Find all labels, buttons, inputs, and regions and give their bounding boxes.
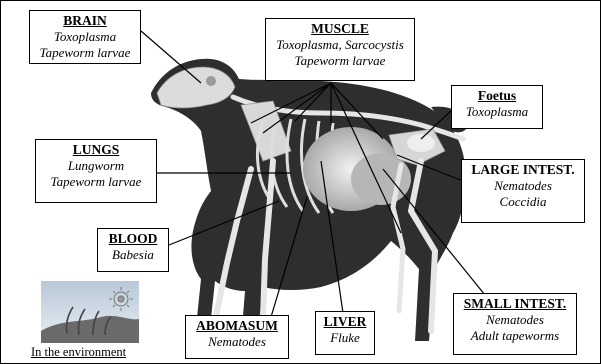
label-liver-title: LIVER [320,314,370,330]
environment-caption: In the environment [31,345,126,360]
label-lungs-title: LUNGS [40,142,152,158]
label-abomasum: ABOMASUM Nematodes [185,315,289,359]
label-large-intest: LARGE INTEST. Nematodes Coccidia [461,159,585,223]
label-muscle: MUSCLE Toxoplasma, Sarcocystis Tapeworm … [265,18,415,81]
label-large-intest-line-2: Coccidia [466,194,580,210]
environment-picture [41,281,139,343]
label-liver-line-1: Fluke [320,330,370,346]
label-muscle-line-2: Tapeworm larvae [270,53,410,69]
label-lungs-line-2: Tapeworm larvae [40,174,152,190]
label-large-intest-title: LARGE INTEST. [466,162,580,178]
label-liver: LIVER Fluke [315,311,375,355]
label-foetus-line-1: Toxoplasma [456,104,538,120]
label-blood: BLOOD Babesia [97,228,169,272]
label-small-intest-line-1: Nematodes [458,312,572,328]
label-brain-title: BRAIN [34,13,136,29]
label-blood-line-1: Babesia [102,247,164,263]
label-lungs-line-1: Lungworm [40,158,152,174]
label-brain: BRAIN Toxoplasma Tapeworm larvae [29,10,141,64]
label-lungs: LUNGS Lungworm Tapeworm larvae [35,139,157,203]
label-abomasum-line-1: Nematodes [190,334,284,350]
label-blood-title: BLOOD [102,231,164,247]
label-small-intest-line-2: Adult tapeworms [458,328,572,344]
label-brain-line-2: Tapeworm larvae [34,45,136,61]
label-small-intest: SMALL INTEST. Nematodes Adult tapeworms [453,293,577,355]
label-foetus: Foetus Toxoplasma [451,85,543,129]
label-muscle-line-1: Toxoplasma, Sarcocystis [270,37,410,53]
label-small-intest-title: SMALL INTEST. [458,296,572,312]
label-muscle-title: MUSCLE [270,21,410,37]
label-brain-line-1: Toxoplasma [34,29,136,45]
label-large-intest-line-1: Nematodes [466,178,580,194]
label-abomasum-title: ABOMASUM [190,318,284,334]
label-foetus-title: Foetus [456,88,538,104]
